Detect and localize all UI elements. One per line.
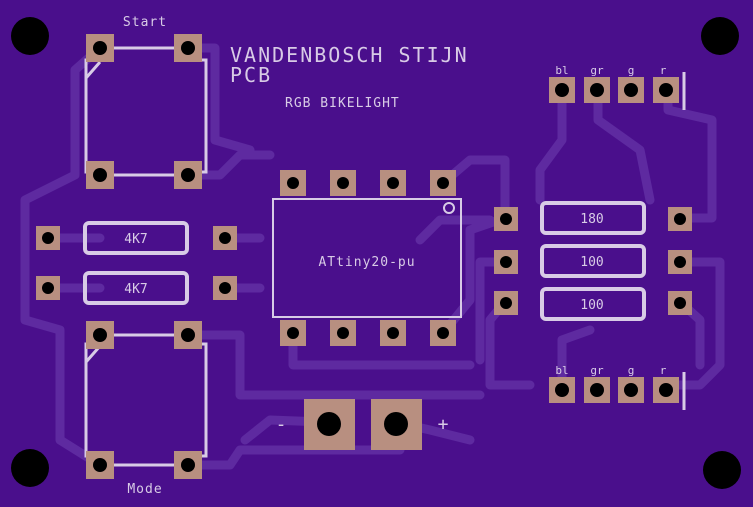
chip-hole-7: [337, 177, 349, 189]
start-switch-label: Start: [123, 15, 167, 30]
trace-r100a-to-led: [663, 257, 725, 390]
mounting-hole-top-left: [11, 17, 49, 55]
mode-hole-3: [93, 458, 107, 472]
r180-hole-right: [674, 213, 686, 225]
r100b-hole-left: [500, 297, 512, 309]
trace-r180-to-led: [663, 85, 717, 223]
led-bottom-hole-r: [659, 383, 673, 397]
power-hole-plus: [384, 412, 408, 436]
r1-hole-right: [219, 232, 231, 244]
chip-hole-3: [387, 327, 399, 339]
mode-switch-label: Mode: [127, 482, 162, 497]
led-connector-holes: [555, 83, 673, 397]
mode-hole-1: [93, 328, 107, 342]
led-top-hole-gr: [590, 83, 604, 97]
led-top-hole-r: [659, 83, 673, 97]
start-hole-2: [181, 41, 195, 55]
resistor-4k7-1-outline: [83, 221, 189, 255]
start-hole-1: [93, 41, 107, 55]
trace-chip-bottom: [288, 328, 475, 370]
r100a-hole-left: [500, 256, 512, 268]
chip-hole-4: [437, 327, 449, 339]
r1-hole-left: [42, 232, 54, 244]
r2-hole-right: [219, 282, 231, 294]
board-subtitle: RGB BIKELIGHT: [285, 96, 400, 111]
switch-side-lines: [112, 46, 175, 467]
power-hole-minus: [317, 412, 341, 436]
start-hole-4: [181, 168, 195, 182]
start-switch-marker: [84, 61, 102, 79]
trace-led-top-gr: [593, 85, 655, 205]
mounting-hole-bottom-right: [703, 451, 741, 489]
power-plus-label: +: [438, 414, 449, 435]
trace-chip-mid: [415, 215, 495, 245]
resistor-100-b-label: 100: [580, 298, 603, 313]
led-bottom-label-g: g: [628, 364, 635, 377]
led-bottom-hole-g: [624, 383, 638, 397]
resistor-100-a-label: 100: [580, 255, 603, 270]
chip-hole-5: [437, 177, 449, 189]
led-top-hole-bl: [555, 83, 569, 97]
led-bottom-label-r: r: [660, 364, 667, 377]
left-resistor-outlines: [83, 221, 189, 305]
r2-hole-left: [42, 282, 54, 294]
resistor-4k7-1-label: 4K7: [124, 232, 147, 247]
start-gap-top: [110, 55, 180, 65]
mounting-holes: [11, 17, 741, 489]
power-minus-label: -: [276, 414, 287, 435]
r180-hole-left: [500, 213, 512, 225]
resistor-100-a-outline: [540, 244, 646, 278]
mounting-hole-bottom-left: [11, 449, 49, 487]
power-holes: [317, 412, 408, 436]
mode-hole-4: [181, 458, 195, 472]
mode-gap-bottom: [110, 451, 180, 461]
chip-hole-8: [287, 177, 299, 189]
mode-gap-top: [110, 339, 180, 349]
led-bottom-hole-bl: [555, 383, 569, 397]
resistor-100-b-outline: [540, 287, 646, 321]
led-top-label-g: g: [628, 64, 635, 77]
resistor-180-label: 180: [580, 212, 603, 227]
r100a-hole-right: [674, 256, 686, 268]
chip-hole-1: [287, 327, 299, 339]
trace-led-bottom-bl: [557, 325, 595, 390]
mode-hole-2: [181, 328, 195, 342]
start-gap-bottom: [110, 167, 180, 177]
right-resistor-pads: [494, 207, 692, 315]
chip-holes: [287, 177, 449, 339]
left-resistor-holes: [42, 232, 231, 294]
trace-left-switch: [20, 43, 105, 470]
chip-outline: [272, 198, 462, 318]
led-bottom-label-gr: gr: [590, 364, 604, 377]
r100b-hole-right: [674, 297, 686, 309]
start-hole-3: [93, 168, 107, 182]
chip-hole-2: [337, 327, 349, 339]
led-top-hole-g: [624, 83, 638, 97]
switch-pad-holes: [93, 41, 195, 472]
led-bottom-hole-gr: [590, 383, 604, 397]
led-top-label-bl: bl: [555, 64, 568, 77]
right-resistor-outlines: [540, 201, 646, 321]
resistor-4k7-2-label: 4K7: [124, 282, 147, 297]
resistor-4k7-2-outline: [83, 271, 189, 305]
trace-mode-to-chip: [182, 330, 485, 400]
board-title-line2: PCB: [230, 63, 272, 87]
led-bottom-label-bl: bl: [555, 364, 568, 377]
chip-pin1-marker: [443, 202, 455, 214]
right-resistor-holes: [500, 213, 686, 309]
trace-led-top-bl: [535, 85, 567, 205]
trace-start-to-chip: [182, 150, 275, 180]
led-top-label-r: r: [660, 64, 667, 77]
chip-hole-6: [387, 177, 399, 189]
trace-chip-top-right: [438, 155, 510, 223]
mounting-hole-top-right: [701, 17, 739, 55]
led-top-label-gr: gr: [590, 64, 604, 77]
board-title-line1: VANDENBOSCH STIJN: [230, 43, 469, 67]
resistor-180-outline: [540, 201, 646, 235]
switch-outline-gaps: [110, 55, 180, 461]
chip-label: ATtiny20-pu: [318, 255, 415, 270]
